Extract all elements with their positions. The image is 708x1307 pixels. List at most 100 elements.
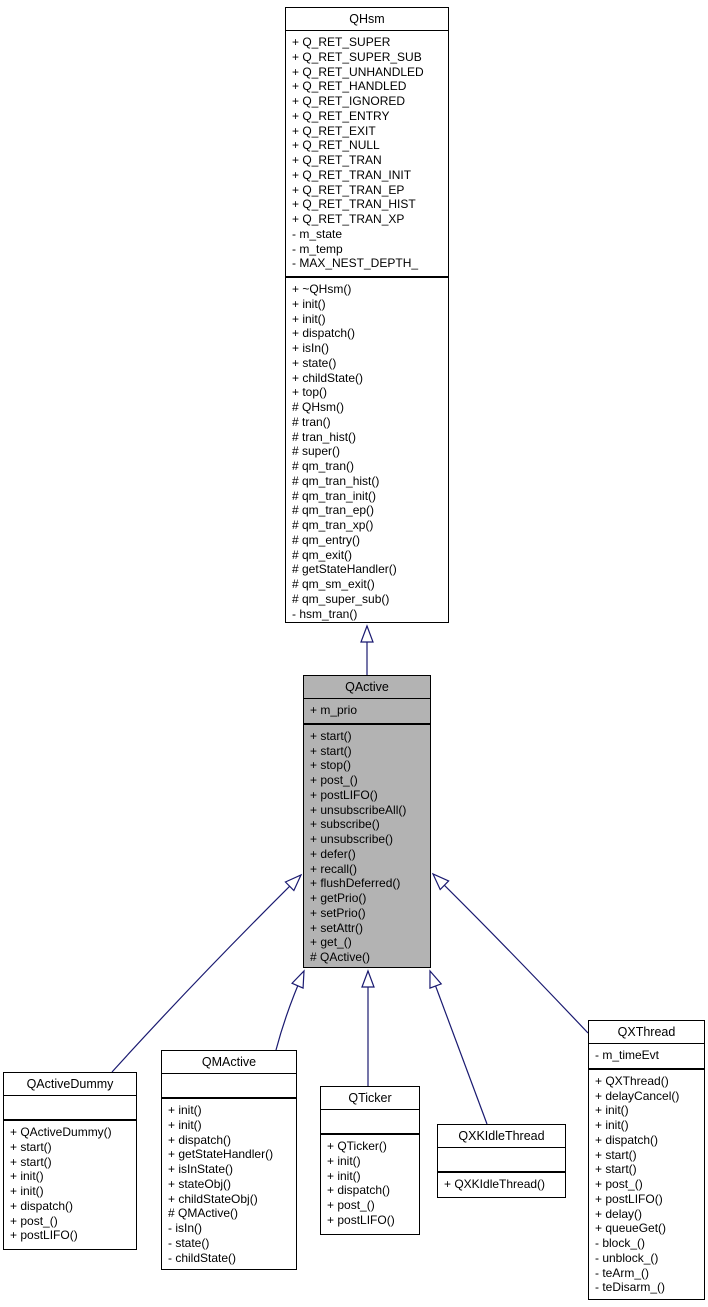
class-member: + unsubscribeAll(): [310, 802, 407, 817]
class-member: + QXKIdleThread(): [444, 1177, 546, 1191]
class-member: + start(): [310, 743, 352, 758]
class-member: + init(): [292, 296, 326, 311]
class-member: # QMActive(): [168, 1206, 239, 1221]
class-member: + unsubscribe(): [310, 832, 394, 846]
class-attributes-qxkidlethread: [438, 1148, 565, 1173]
class-title-qticker[interactable]: QTicker: [321, 1087, 419, 1110]
class-member: - m_timeEvt: [595, 1048, 660, 1062]
class-member: + defer(): [310, 846, 356, 861]
class-member: - MAX_NEST_DEPTH_: [292, 256, 419, 271]
class-attributes-qactive: + m_prio: [304, 699, 430, 725]
class-member: + post_(): [310, 773, 358, 787]
class-member: + init(): [10, 1169, 44, 1184]
class-member: + start(): [595, 1147, 637, 1162]
class-member: + QActiveDummy(): [10, 1125, 112, 1139]
class-member: # tran_hist(): [292, 429, 357, 444]
class-member: + get_(): [310, 935, 352, 950]
inheritance-arrow-qactivedummy-to-qactive: [111, 873, 303, 1073]
class-member: + Q_RET_SUPER_SUB: [292, 49, 422, 64]
class-member: + setAttr(): [310, 920, 364, 935]
class-member: + Q_RET_NULL: [292, 138, 380, 153]
class-member: + Q_RET_UNHANDLED: [292, 64, 424, 79]
class-member: + start(): [10, 1139, 52, 1154]
class-title-qactive[interactable]: QActive: [304, 676, 430, 699]
class-box-qactivedummy[interactable]: QActiveDummy + QActiveDummy()+ start()+ …: [3, 1072, 137, 1250]
class-member: # qm_tran_xp(): [292, 518, 374, 532]
class-member: + dispatch(): [595, 1132, 659, 1147]
class-member: + init(): [292, 311, 326, 326]
class-member: + QTicker(): [327, 1139, 387, 1153]
class-member: + init(): [595, 1103, 629, 1118]
class-member: + start(): [10, 1154, 52, 1169]
class-member: + postLIFO(): [10, 1228, 78, 1243]
class-title-qhsm[interactable]: QHsm: [286, 8, 448, 31]
class-member: + m_prio: [310, 703, 358, 717]
class-member: + init(): [327, 1153, 361, 1168]
class-box-qmactive[interactable]: QMActive + init()+ init()+ dispatch()+ g…: [161, 1050, 297, 1270]
class-member: # qm_tran_ep(): [292, 503, 375, 518]
class-methods-qactive: + start()+ start()+ stop()+ post_()+ pos…: [304, 725, 430, 967]
class-box-qactive[interactable]: QActive + m_prio + start()+ start()+ sto…: [303, 675, 431, 968]
class-title-qxthread[interactable]: QXThread: [589, 1021, 704, 1044]
class-member: + postLIFO(): [595, 1191, 663, 1206]
class-member: + Q_RET_TRAN: [292, 153, 382, 167]
class-member: # tran(): [292, 414, 331, 429]
class-member: + init(): [10, 1184, 44, 1198]
class-member: + stop(): [310, 758, 352, 773]
class-member: + isInState(): [168, 1162, 234, 1176]
class-member: + init(): [168, 1103, 202, 1117]
class-member: # qm_exit(): [292, 547, 353, 562]
class-member: + subscribe(): [310, 817, 380, 832]
class-member: # qm_sm_exit(): [292, 577, 375, 591]
class-methods-qticker: + QTicker()+ init()+ init()+ dispatch()+…: [321, 1135, 419, 1234]
class-member: + getPrio(): [310, 891, 367, 905]
class-box-qhsm[interactable]: QHsm + Q_RET_SUPER+ Q_RET_SUPER_SUB+ Q_R…: [285, 7, 449, 623]
class-member: + post_(): [595, 1177, 643, 1191]
class-methods-qhsm: + ~QHsm()+ init()+ init()+ dispatch()+ i…: [286, 278, 448, 622]
class-member: + stateObj(): [168, 1176, 232, 1191]
class-member: + Q_RET_HANDLED: [292, 79, 407, 94]
class-member: + getStateHandler(): [168, 1147, 274, 1162]
class-member: - state(): [168, 1235, 210, 1250]
inheritance-arrow-qmactive-to-qactive: [275, 969, 305, 1051]
class-member: + postLIFO(): [327, 1212, 395, 1227]
class-member: # qm_tran_init(): [292, 488, 377, 503]
inheritance-arrow-qxkidlethread-to-qactive: [429, 969, 488, 1125]
class-box-qticker[interactable]: QTicker + QTicker()+ init()+ init()+ dis…: [320, 1086, 420, 1235]
class-box-qxkidlethread[interactable]: QXKIdleThread + QXKIdleThread(): [437, 1124, 566, 1198]
class-member: + dispatch(): [10, 1198, 74, 1213]
class-member: + isIn(): [292, 341, 330, 355]
class-member: + delayCancel(): [595, 1088, 680, 1103]
class-member: + childState(): [292, 370, 364, 385]
class-member: + Q_RET_EXIT: [292, 123, 376, 138]
class-member: + flushDeferred(): [310, 876, 401, 891]
class-member: - isIn(): [168, 1221, 202, 1235]
class-member: + Q_RET_SUPER: [292, 35, 391, 49]
class-member: + dispatch(): [292, 326, 356, 341]
class-member: + Q_RET_IGNORED: [292, 94, 406, 108]
inheritance-arrow-qxthread-to-qactive: [431, 872, 589, 1034]
class-member: + post_(): [327, 1198, 375, 1212]
class-member: + Q_RET_TRAN_INIT: [292, 167, 412, 182]
class-member: + recall(): [310, 861, 358, 876]
class-methods-qmactive: + init()+ init()+ dispatch()+ getStateHa…: [162, 1099, 296, 1269]
class-box-qxthread[interactable]: QXThread - m_timeEvt + QXThread()+ delay…: [588, 1020, 705, 1300]
class-member: - block_(): [595, 1236, 646, 1250]
class-member: + init(): [327, 1168, 361, 1183]
class-title-qactivedummy[interactable]: QActiveDummy: [4, 1073, 136, 1096]
class-title-qxkidlethread[interactable]: QXKIdleThread: [438, 1125, 565, 1148]
class-member: + init(): [168, 1117, 202, 1132]
class-member: + Q_RET_ENTRY: [292, 108, 390, 123]
class-member: - hsm_tran(): [292, 606, 358, 621]
class-attributes-qticker: [321, 1110, 419, 1135]
class-attributes-qhsm: + Q_RET_SUPER+ Q_RET_SUPER_SUB+ Q_RET_UN…: [286, 31, 448, 278]
class-title-qmactive[interactable]: QMActive: [162, 1051, 296, 1074]
class-member: - teArm_(): [595, 1265, 649, 1280]
class-member: + setPrio(): [310, 905, 366, 920]
class-member: + start(): [310, 728, 352, 743]
class-member: # qm_super_sub(): [292, 591, 390, 606]
class-member: + postLIFO(): [310, 787, 378, 802]
class-member: + Q_RET_TRAN_EP: [292, 182, 405, 197]
class-member: + init(): [595, 1118, 629, 1132]
